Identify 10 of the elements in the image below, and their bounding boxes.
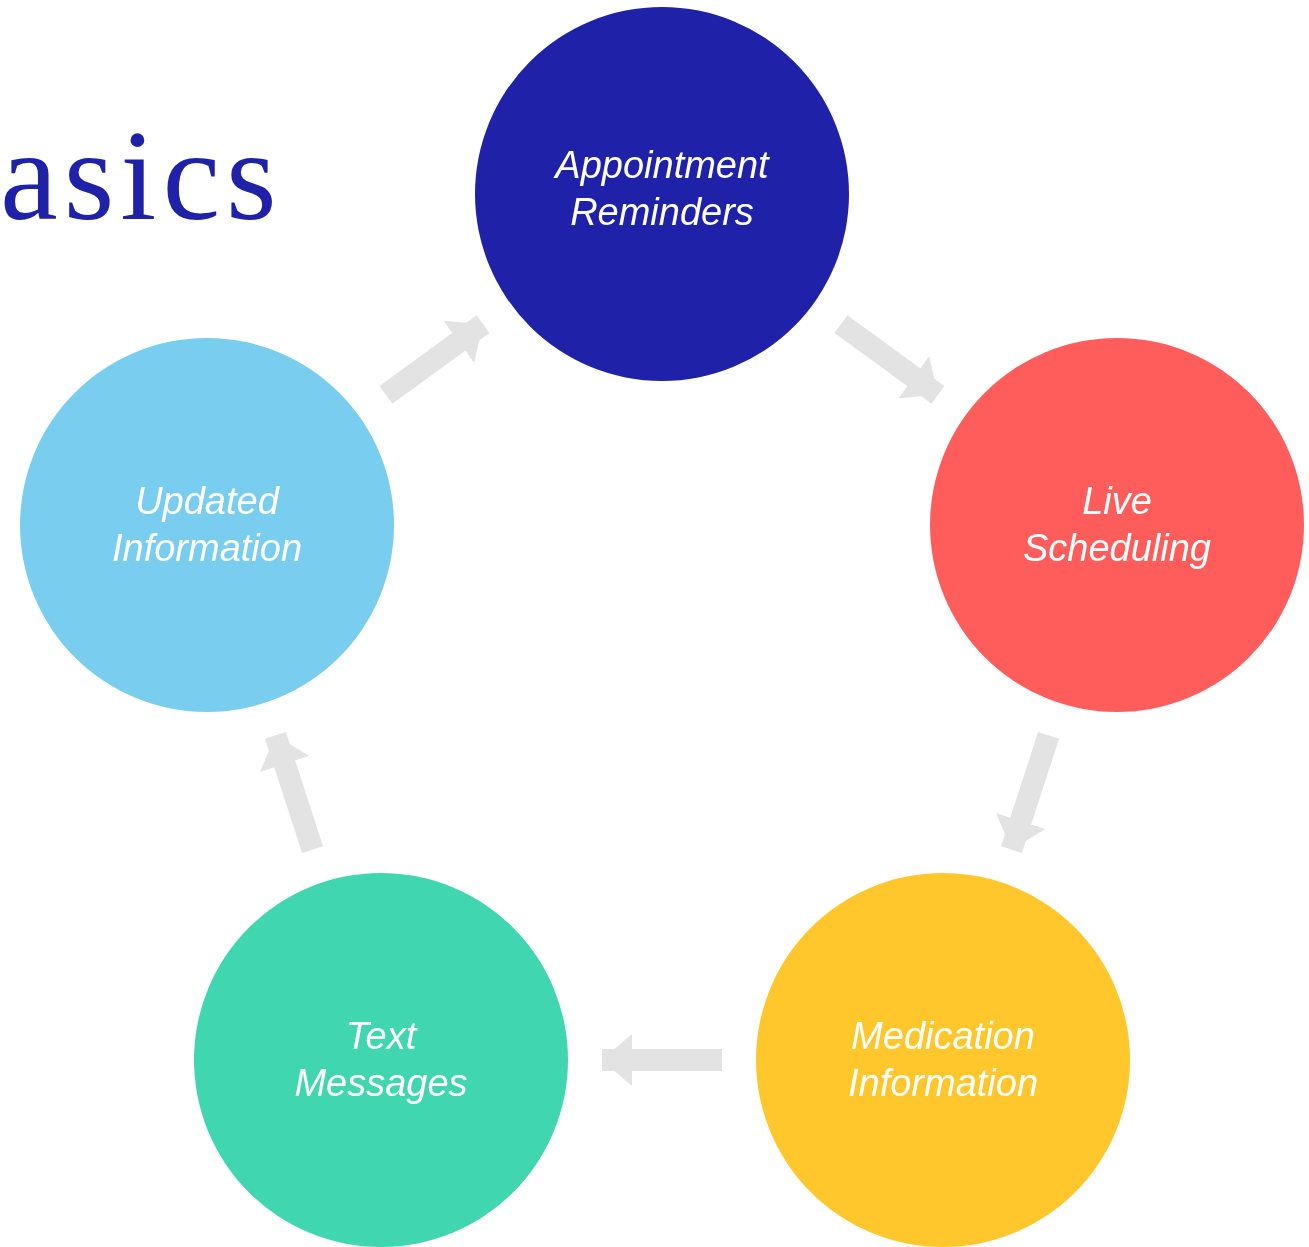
title: asics: [0, 110, 283, 240]
node-label: Appointment Reminders: [552, 142, 771, 235]
block-arrow: [602, 1034, 722, 1086]
node-label: Text Messages: [293, 1013, 469, 1106]
block-arrow: [834, 315, 945, 404]
node-label: Updated Information: [110, 478, 304, 571]
node-label: Medication Information: [846, 1013, 1040, 1106]
block-arrow: [996, 732, 1059, 853]
block-arrow: [260, 732, 323, 853]
node-label: Live Scheduling: [1021, 478, 1212, 571]
